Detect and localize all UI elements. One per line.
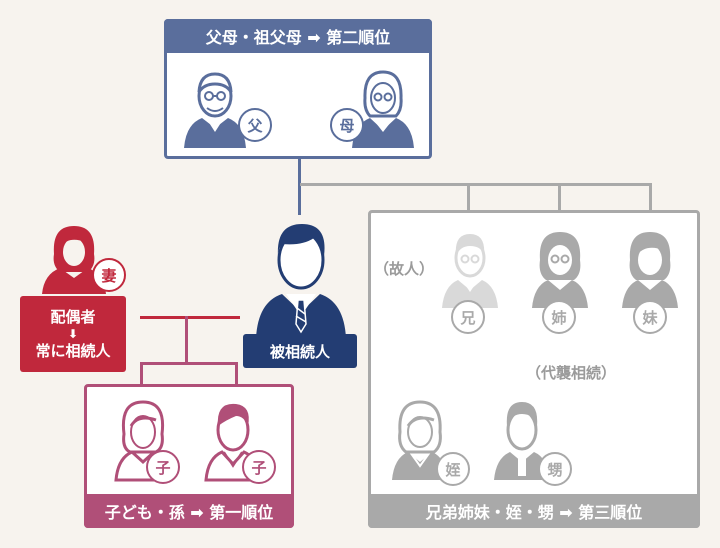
nephew-badge: 甥: [538, 452, 572, 486]
decedent-figure-icon: [256, 224, 346, 338]
children-drop-right: [235, 362, 238, 384]
spouse-label-line1: 配偶者: [50, 308, 96, 326]
siblings-branch-horizontal: [300, 183, 650, 186]
spouse-badge: 妻: [92, 258, 126, 292]
brother-badge: 兄: [451, 300, 485, 334]
siblings-drop-1: [467, 183, 470, 211]
spouse-label-box: 配偶者 ⬇ 常に相続人: [20, 296, 126, 372]
siblings-group-header: 兄弟姉妹・姪・甥 ➡ 第三順位: [368, 494, 700, 528]
decedent-label: 被相続人: [243, 334, 357, 368]
children-group-header: 子ども・孫 ➡ 第一順位: [84, 494, 294, 528]
child2-badge: 子: [242, 450, 276, 484]
younger-sister-figure-icon: [622, 232, 678, 308]
spouse-couple-line: [140, 316, 240, 319]
children-horizontal-line: [140, 362, 238, 365]
older-sister-figure-icon: [532, 232, 588, 308]
mother-figure-icon: [352, 70, 414, 148]
representation-note: （代襲相続）: [526, 364, 617, 382]
deceased-note: （故人）: [374, 260, 435, 278]
siblings-drop-2: [558, 183, 561, 211]
children-drop-line: [185, 316, 188, 364]
parents-group-header: 父母・祖父母 ➡ 第二順位: [164, 19, 432, 53]
spouse-arrow-icon: ⬇: [67, 327, 79, 341]
niece-badge: 姪: [436, 452, 470, 486]
spouse-label-line2: 常に相続人: [35, 342, 111, 360]
children-drop-left: [140, 362, 143, 384]
child1-badge: 子: [146, 450, 180, 484]
father-figure-icon: [184, 72, 246, 148]
father-badge: 父: [238, 108, 272, 142]
mother-badge: 母: [330, 108, 364, 142]
siblings-drop-3: [649, 183, 652, 211]
older-sister-badge: 姉: [542, 300, 576, 334]
nephew-figure-icon: [494, 402, 550, 480]
spouse-figure-icon: [42, 226, 106, 294]
younger-sister-badge: 妹: [633, 300, 667, 334]
brother-figure-icon: [442, 234, 498, 308]
niece-figure-icon: [392, 400, 448, 480]
